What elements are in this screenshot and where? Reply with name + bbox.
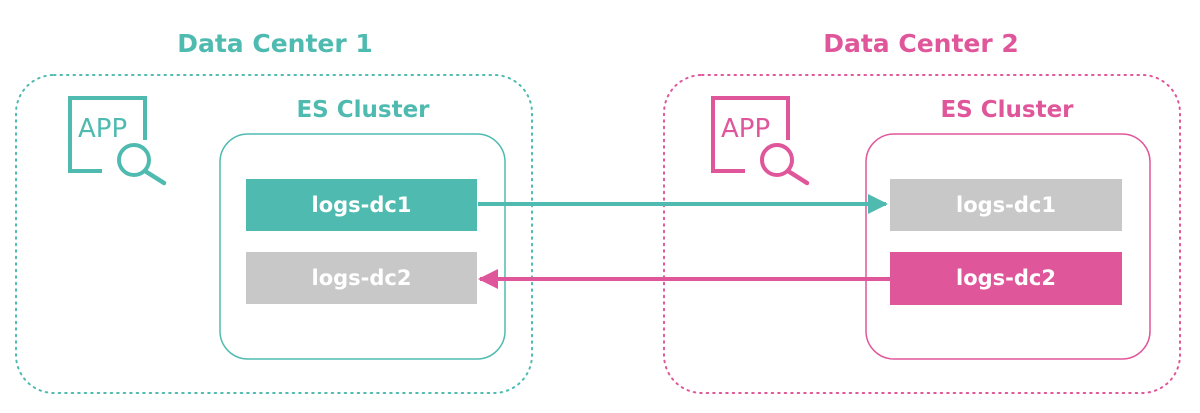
index-logs-dc2-leader: [890, 252, 1122, 305]
es-cluster-title: ES Cluster: [296, 97, 430, 123]
index-label: logs-dc1: [312, 193, 412, 217]
index-label: logs-dc2: [956, 266, 1056, 290]
es-cluster-boundary: [865, 133, 1151, 360]
data-center-2: Data Center 2 APP ES Cluster logs-dc1 lo…: [663, 29, 1181, 394]
data-center-1-title: Data Center 1: [177, 29, 373, 58]
data-center-1-boundary: [15, 74, 533, 394]
index-label: logs-dc2: [312, 266, 412, 290]
data-center-1: Data Center 1 APP ES Cluster logs-dc1 lo…: [15, 29, 533, 394]
app-search-icon: APP: [711, 96, 810, 186]
app-label: APP: [721, 114, 770, 144]
es-cluster-title: ES Cluster: [940, 97, 1074, 123]
index-logs-dc1-leader: [246, 179, 477, 231]
data-center-2-title: Data Center 2: [823, 29, 1019, 58]
index-logs-dc1-follower: [890, 179, 1122, 231]
index-logs-dc2-follower: [246, 252, 477, 304]
es-cluster-boundary: [219, 133, 506, 360]
index-label: logs-dc1: [956, 193, 1056, 217]
app-label: APP: [78, 114, 127, 144]
data-center-2-boundary: [663, 74, 1181, 394]
app-search-icon: APP: [68, 96, 167, 186]
